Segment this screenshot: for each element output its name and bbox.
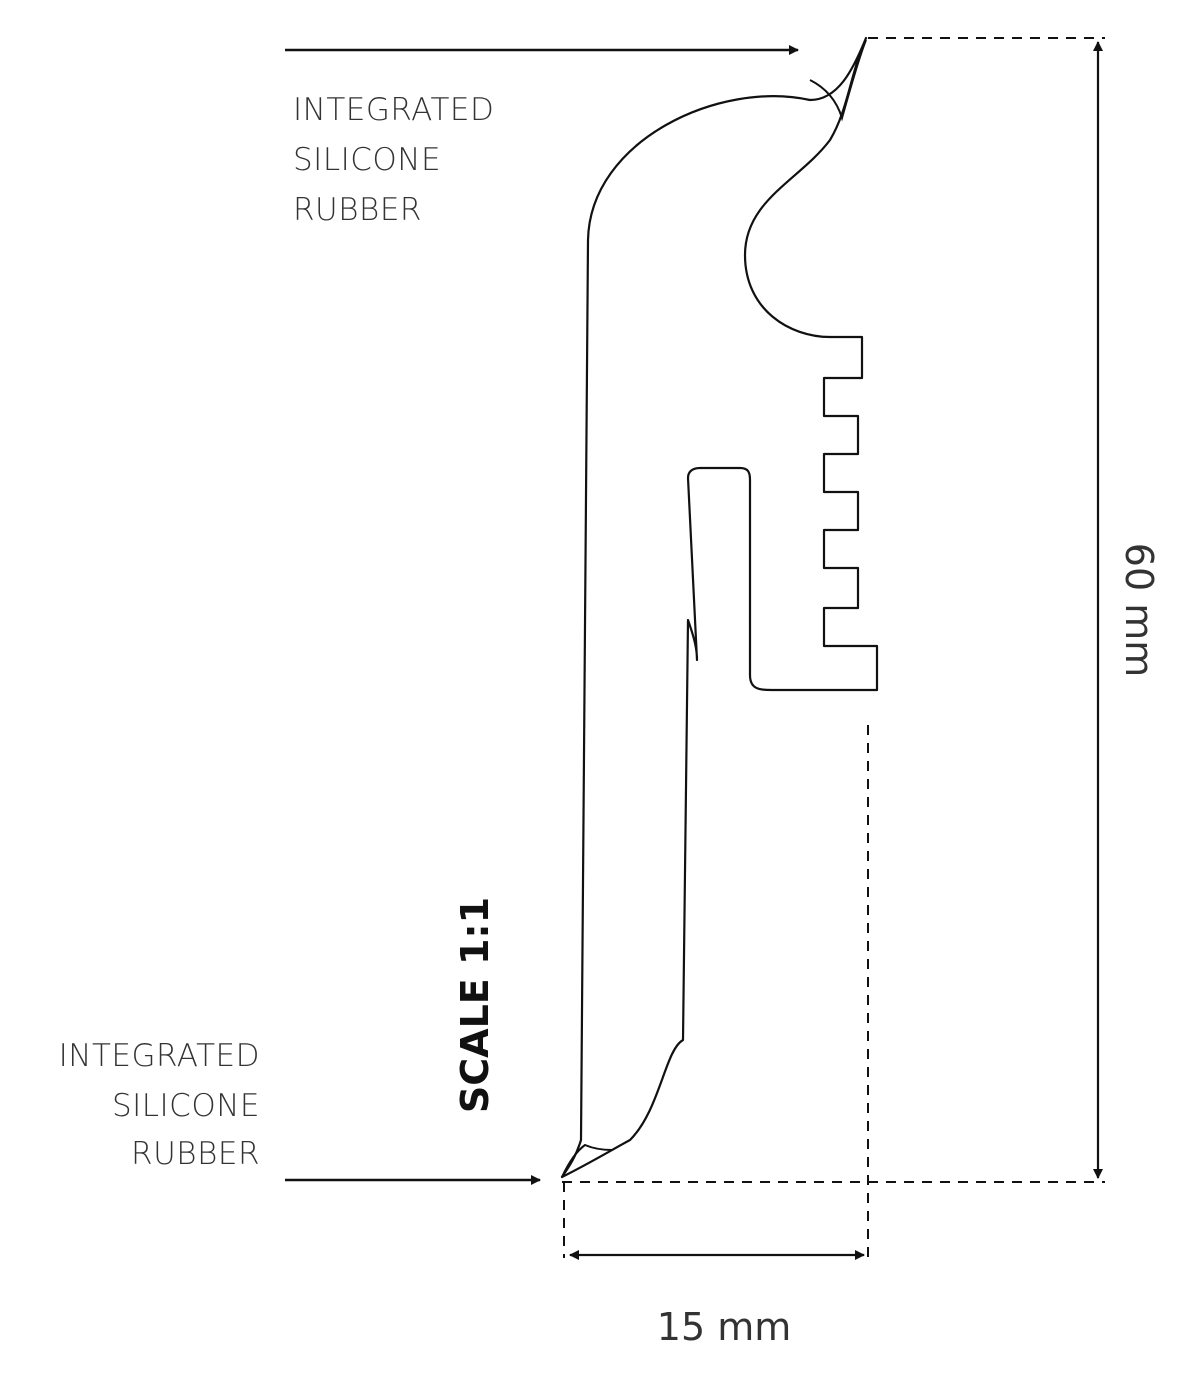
top-callout-line-3: RUBBER xyxy=(293,192,422,228)
top-callout-line-2: SILICONE xyxy=(293,142,441,178)
extension-lines xyxy=(562,37,1105,1258)
profile-outline xyxy=(560,36,879,1179)
top-callout-label: INTEGRATED SILICONE RUBBER xyxy=(293,92,494,228)
height-dimension-label: 60 mm xyxy=(1117,543,1161,677)
top-silicone-lip xyxy=(809,39,867,122)
width-dimension-label: 15 mm xyxy=(657,1305,791,1349)
bottom-callout-line-2: SILICONE xyxy=(112,1088,260,1124)
bottom-silicone-lip xyxy=(561,1143,613,1178)
scale-label: SCALE 1:1 xyxy=(453,897,497,1113)
bottom-callout-label: INTEGRATED SILICONE RUBBER xyxy=(59,1038,260,1172)
bottom-callout-line-3: RUBBER xyxy=(131,1136,260,1172)
top-callout-line-1: INTEGRATED xyxy=(293,92,494,128)
bottom-callout-line-1: INTEGRATED xyxy=(59,1038,260,1074)
